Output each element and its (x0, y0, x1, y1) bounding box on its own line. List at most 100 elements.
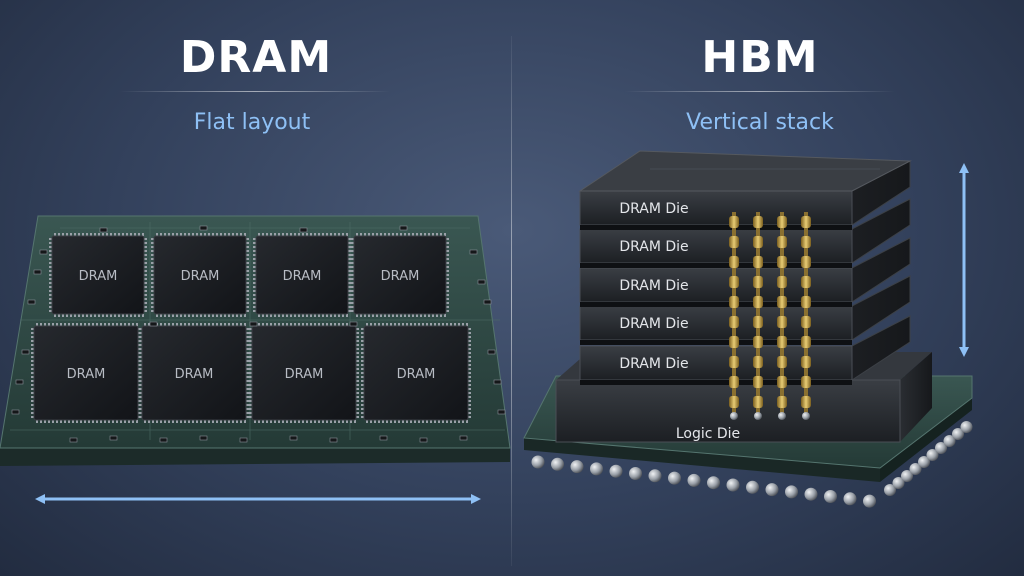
chip-pin (274, 420, 276, 423)
chip-pin (361, 328, 364, 330)
tsv-bump (729, 356, 739, 368)
chip-pin (298, 420, 300, 423)
chip-pin (138, 314, 140, 317)
chip-pin (348, 286, 351, 288)
smd-component (199, 435, 208, 441)
chip-pin (246, 282, 249, 284)
chip-pin (249, 364, 252, 366)
chip-pin (196, 314, 198, 317)
chip-pin (246, 302, 249, 304)
chip-pin (368, 233, 370, 236)
chip-pin (249, 356, 252, 358)
chip-pin (246, 310, 249, 312)
chip-pin (422, 323, 424, 326)
chip-pin (204, 314, 206, 317)
chip-pin (132, 420, 134, 423)
chip-pin (266, 233, 268, 236)
chip-pin (172, 420, 174, 423)
chip-pin (356, 336, 359, 338)
chip-pin (151, 278, 154, 280)
chip-pin (116, 323, 118, 326)
chip-pin (253, 250, 256, 252)
chip-pin (468, 388, 471, 390)
chip-pins (253, 233, 351, 317)
chip-pin (100, 323, 102, 326)
chip-pin (224, 323, 226, 326)
chip-pin (468, 348, 471, 350)
chip-pin (246, 392, 249, 394)
chip-pin (52, 420, 54, 423)
chip-pin (31, 400, 34, 402)
chip-pin (249, 344, 252, 346)
chip-pin (468, 384, 471, 386)
tsv-bump (753, 376, 763, 388)
chip-pin (424, 314, 426, 317)
chip-pin (356, 412, 359, 414)
solder-ball (551, 457, 564, 471)
dram-chip-body (33, 325, 139, 421)
chip-pin (220, 314, 222, 317)
solder-ball (909, 463, 922, 475)
smd-component (487, 349, 496, 355)
chip-pin (240, 323, 242, 326)
chip-pin (446, 298, 449, 300)
dram-chip-body (363, 325, 469, 421)
chip-pin (144, 290, 147, 292)
chip-pin (31, 372, 34, 374)
chip-pin (361, 340, 364, 342)
chip-pin (361, 376, 364, 378)
chip-pin (338, 420, 340, 423)
dram-chip-label: DRAM (285, 367, 324, 382)
chip-pin (31, 388, 34, 390)
chip-pin (446, 286, 449, 288)
chip-pin (348, 310, 351, 312)
chip-pin (446, 274, 449, 276)
chip-pin (56, 323, 58, 326)
chip-pin (290, 233, 292, 236)
chip-pin (56, 420, 58, 423)
top-die-surface (578, 150, 912, 192)
solder-ball (648, 469, 662, 483)
tsv-column (753, 212, 763, 420)
dram-chip-body (255, 235, 349, 315)
chip-pin (246, 258, 249, 260)
dram-chip-label: DRAM (397, 367, 436, 382)
chip-pin (122, 314, 124, 317)
chip-pin (249, 360, 252, 362)
chip-pin (310, 323, 312, 326)
chip-pin (180, 314, 182, 317)
chip-pin (114, 314, 116, 317)
chip-pin (184, 233, 186, 236)
chip-pin (249, 384, 252, 386)
chip-pin (249, 380, 252, 382)
chip-pin (351, 310, 354, 312)
solder-ball (804, 487, 818, 501)
chip-pin (348, 250, 351, 252)
solder-ball (746, 480, 759, 494)
chip-pin (74, 233, 76, 236)
chip-pin (139, 392, 142, 394)
chip-pin (139, 408, 142, 410)
chip-pin (31, 344, 34, 346)
chip-pin (144, 282, 147, 284)
chip-pin (394, 323, 396, 326)
chip-pin (139, 332, 142, 334)
chip-pin (406, 420, 408, 423)
chip-pin (318, 323, 320, 326)
chip-pin (86, 314, 88, 317)
chip-pin (246, 340, 249, 342)
chip-pin (249, 372, 252, 374)
chip-pin (212, 233, 214, 236)
chip-pin (361, 384, 364, 386)
chip-pin (468, 336, 471, 338)
chip-pin (372, 233, 374, 236)
chip-pin (49, 242, 52, 244)
chip-pin (249, 396, 252, 398)
chip-pin (418, 420, 420, 423)
chip-pin (348, 266, 351, 268)
chip-pin (66, 314, 68, 317)
chip-pin (398, 420, 400, 423)
chip-pin (31, 364, 34, 366)
chip-pin (356, 328, 359, 330)
